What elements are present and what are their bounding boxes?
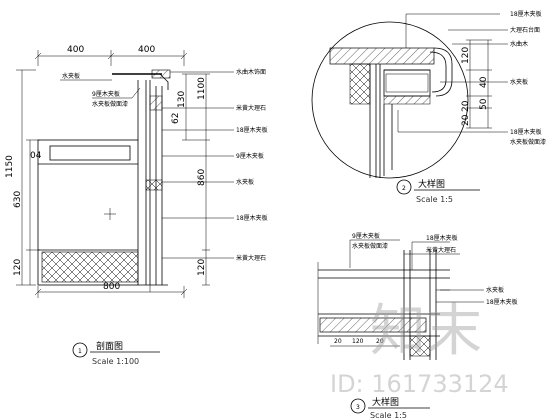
note-right-3: 18厘木夹板: [236, 126, 268, 134]
note-right-1: 水曲木饰面: [236, 68, 266, 76]
note-right-5: 水夹板: [236, 178, 254, 186]
dim-top-right: 400: [138, 45, 155, 55]
dim-left-total: 1150: [5, 155, 15, 178]
detail-big-title-block: 2 大样图 Scale 1:5: [396, 178, 480, 204]
detail-small-note-3: 水夹板做面漆: [352, 242, 388, 250]
detail-big-note-4: 水夹板: [510, 78, 528, 86]
detail-small-note-4: 米黄大理石: [426, 246, 456, 254]
detail-small-dim-1: 20: [334, 338, 342, 345]
detail-big-profile: [329, 47, 453, 178]
detail-small-notes: 9厘木夹板 水夹板做面漆 18厘木夹板 米黄大理石 水夹板 18厘木夹板: [349, 232, 518, 306]
dim-inner-04: 04: [30, 151, 42, 161]
detail-small-title: 大样图: [372, 396, 399, 408]
watermark-logo-text: 知末: [370, 299, 482, 364]
note-right-2: 米黄大理石: [236, 104, 266, 112]
detail-big-dim-5: 20: [461, 114, 471, 126]
notes-left: 水夹板 9厘木夹板 水夹板做面漆: [60, 72, 141, 108]
dim-total-width: 800: [103, 282, 120, 292]
dim-left-120: 120: [13, 259, 23, 276]
detail-big-label-no: 2: [402, 185, 406, 192]
top-dimension: 400 400: [34, 45, 188, 66]
detail-small-title-block: 3 大样图 Scale 1:5: [350, 396, 430, 420]
detail-small-profile: [317, 250, 450, 360]
bottom-dimension: 800: [34, 282, 188, 298]
detail-big-dim-4: 20: [461, 100, 471, 112]
note-right-7: 米黄大理石: [236, 254, 266, 262]
section-title: 剖面图: [96, 340, 123, 352]
detail-big-note-6: 水夹板做面漆: [510, 138, 546, 146]
detail-small-note-r2: 18厘木夹板: [486, 298, 518, 306]
section-scale: Scale 1:100: [92, 357, 139, 366]
detail-big-dim-3: 50: [479, 98, 489, 110]
section-title-block: 1 剖面图 Scale 1:100: [72, 340, 160, 366]
dim-inner-1100: 1100: [197, 77, 207, 100]
inner-dimensions: 62 130 1100 860 120: [171, 73, 210, 286]
detail-small-note-2: 18厘木夹板: [426, 234, 458, 242]
watermark: 知末 ID: 161733124: [330, 299, 509, 398]
detail-big: 120 40 50 20 20 18厘木夹板 大理石台面 水曲木 水夹板 18厘…: [311, 10, 546, 204]
detail-big-notes: 18厘木夹板 大理石台面 水曲木 水夹板 18厘木夹板 水夹板做面漆: [397, 10, 546, 146]
dim-top-left: 400: [67, 45, 84, 55]
detail-small-dim-3: 20: [376, 338, 384, 345]
detail-small: 20 120 20 9厘木夹板 水夹板做面漆 18厘木夹板 米黄大理石 水夹板 …: [317, 232, 518, 420]
detail-big-note-2: 大理石台面: [510, 26, 540, 34]
section-elevation: 400 400 1150 630 120 04: [5, 45, 268, 366]
notes-right: 水曲木饰面 米黄大理石 18厘木夹板 9厘木夹板 水夹板 18厘木夹板 米黄大理…: [162, 68, 268, 262]
detail-big-dim-1: 120: [461, 47, 471, 64]
section-label-no: 1: [78, 348, 82, 355]
note-left-3: 水夹板做面漆: [92, 100, 128, 108]
detail-small-note-1: 9厘木夹板: [352, 232, 380, 240]
dim-inner-860: 860: [197, 169, 207, 186]
detail-small-dim-2: 120: [352, 338, 364, 345]
watermark-id: ID: 161733124: [330, 370, 509, 398]
counter-body: 04: [30, 139, 139, 286]
detail-small-label-no: 3: [356, 404, 360, 411]
note-left-1: 水夹板: [62, 72, 80, 80]
detail-small-dimensions: 20 120 20: [330, 338, 400, 347]
dim-inner-120: 120: [197, 259, 207, 276]
note-right-6: 18厘木夹板: [236, 214, 268, 222]
note-right-4: 9厘木夹板: [236, 152, 264, 160]
detail-big-scale: Scale 1:5: [416, 195, 453, 204]
detail-big-note-5: 18厘木夹板: [510, 128, 542, 136]
dim-inner-130: 130: [177, 91, 187, 108]
left-dimensions: 1150 630 120: [5, 69, 40, 286]
detail-big-dimensions: 120 40 50 20 20: [461, 39, 492, 129]
dim-inner-62: 62: [171, 113, 181, 124]
note-left-2: 9厘木夹板: [92, 90, 120, 98]
dim-left-630: 630: [13, 191, 23, 208]
counter-top: [112, 69, 171, 292]
detail-big-note-3: 水曲木: [510, 40, 528, 48]
detail-small-scale: Scale 1:5: [370, 411, 407, 420]
detail-big-note-1: 18厘木夹板: [510, 10, 542, 18]
detail-big-title: 大样图: [418, 178, 445, 190]
detail-small-note-r1: 水夹板: [486, 286, 504, 294]
